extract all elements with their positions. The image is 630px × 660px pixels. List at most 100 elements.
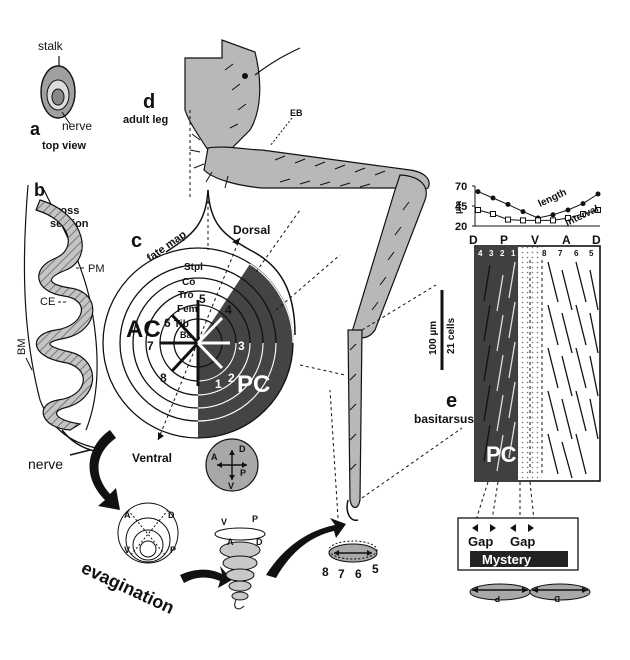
cone-label-v: V — [221, 517, 227, 527]
legend-length: length — [537, 187, 569, 210]
point-interval-4 — [535, 217, 541, 224]
chart-ytick-label-1: 45 — [455, 201, 467, 213]
point-length-6 — [565, 207, 571, 213]
sector-2: 2 — [228, 371, 235, 385]
columnar-epithelium — [35, 199, 94, 431]
axis-p: P — [500, 233, 508, 247]
pc-label-e: PC — [486, 442, 517, 467]
row-1: 1 — [511, 249, 516, 258]
nerve-label-a: nerve — [62, 119, 92, 133]
ce-label: CE — [40, 296, 55, 308]
tarsus-cross-section: 8 7 6 5 — [322, 540, 379, 581]
sector-1: 1 — [215, 377, 222, 391]
lens-label-d: D — [554, 594, 560, 603]
evaginated-leg — [214, 527, 266, 610]
segment-label-tro: Tro — [178, 290, 194, 301]
chart-ytick-label-2: 70 — [455, 181, 467, 193]
mystery-label: Mystery — [482, 552, 532, 567]
compass-a: A — [211, 452, 218, 462]
disc-label-a: A — [124, 510, 131, 520]
adult-leg-caption: adult leg — [123, 114, 168, 126]
pm-label: PM — [88, 263, 105, 275]
dorsal-label: Dorsal — [233, 223, 270, 237]
gap-label-2: Gap — [510, 534, 535, 549]
row-7: 7 — [558, 249, 563, 258]
disc-label-p: P — [170, 545, 176, 555]
section-label-6: 6 — [355, 567, 362, 581]
point-interval-7 — [580, 211, 586, 217]
fate-map-caption: fate map — [145, 229, 189, 265]
legend-interval: interval — [564, 204, 601, 229]
cone-label-a: A — [227, 537, 234, 547]
sector-4: 4 — [225, 303, 232, 317]
row-6: 6 — [574, 249, 579, 258]
evaginating-disc — [117, 502, 179, 564]
compass-disc: D P V A — [205, 438, 259, 492]
segment-label-ba: Ba — [180, 330, 192, 340]
row-5: 5 — [589, 249, 594, 258]
pc-label: PC — [237, 371, 270, 398]
disc-label-d: D — [168, 510, 175, 520]
row-2: 2 — [500, 249, 505, 258]
point-interval-6 — [565, 215, 571, 221]
panel-c: c fate map Dorsal Ventral Stpl Co Tro Fe… — [102, 189, 296, 492]
gap-label-1: Gap — [468, 534, 493, 549]
compass-d: D — [239, 444, 246, 454]
coxa — [184, 39, 261, 151]
panel-letter-c: c — [131, 230, 142, 252]
point-length-3 — [520, 209, 526, 215]
disc-label-v: V — [124, 545, 130, 555]
panel-letter-e: e — [446, 390, 457, 412]
segment-label-stpl: Stpl — [184, 262, 203, 273]
femur — [203, 146, 430, 191]
point-length-0 — [475, 189, 481, 195]
bottom-lens-sections: P D — [469, 583, 591, 603]
eb-label: EB — [290, 108, 303, 118]
section-label-5: 5 — [372, 562, 379, 576]
compass-v: V — [228, 481, 234, 491]
section-label-7: 7 — [338, 567, 345, 581]
bm-label: BM — [16, 339, 28, 356]
point-length-2 — [505, 201, 511, 207]
stalk-label: stalk — [38, 39, 64, 53]
panel-letter-a: a — [30, 119, 41, 139]
tarsus — [347, 329, 363, 509]
evagination-title: evagination — [78, 557, 177, 617]
point-interval-3 — [520, 217, 526, 224]
axis-d-right: D — [592, 233, 601, 247]
point-interval-0 — [475, 207, 481, 213]
segment-label-tib: Tib — [174, 319, 189, 330]
row-8: 8 — [542, 249, 547, 258]
panel-letter-d: d — [143, 91, 155, 113]
segment-label-fem: Fem — [177, 304, 198, 315]
chart-ylabel: µm — [453, 201, 463, 214]
point-length-7 — [580, 201, 586, 207]
basitarsus-bristles — [483, 261, 599, 479]
lens-label-p: P — [494, 594, 500, 603]
panel-letter-b: b — [34, 180, 45, 200]
point-interval-5 — [550, 217, 556, 224]
row-3: 3 — [489, 249, 494, 258]
scale-cells: 21 cells — [446, 317, 457, 354]
axis-v: V — [531, 233, 539, 247]
nerve-label-b: nerve — [28, 456, 63, 472]
ventral-label: Ventral — [132, 451, 172, 465]
point-length-1 — [490, 195, 496, 201]
point-interval-8 — [595, 207, 601, 213]
sector-6: 6 — [164, 316, 171, 330]
panel-a: stalk nerve a top view — [30, 39, 92, 152]
axis-a: A — [562, 233, 571, 247]
panel-b: b cross section PM CE BM nerve — [16, 180, 105, 472]
sector-5: 5 — [199, 292, 206, 306]
evagination-arrow-1 — [89, 430, 120, 510]
segment-label-co: Co — [182, 277, 195, 288]
point-interval-2 — [505, 216, 511, 223]
scale-um: 100 µm — [428, 321, 439, 355]
top-view-caption: top view — [42, 140, 86, 152]
sector-8: 8 — [160, 371, 167, 385]
point-interval-1 — [490, 211, 496, 217]
point-length-8 — [595, 191, 601, 197]
